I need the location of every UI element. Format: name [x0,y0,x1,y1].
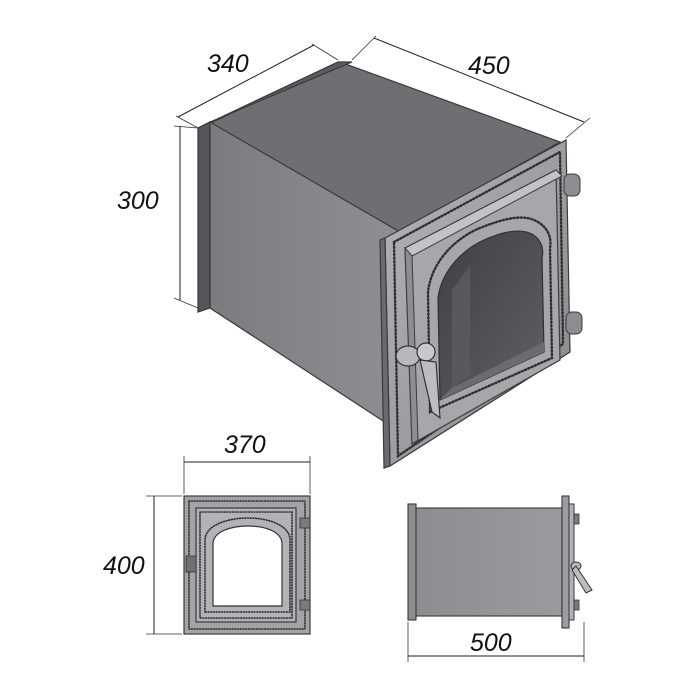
dimension-front-height-label: 400 [103,552,145,580]
side-hinge-top [573,513,580,525]
dimension-depth: 340 [175,43,339,129]
front-hinge-bottom [299,599,311,611]
box-rear-flange [197,121,211,313]
dimension-front-height: 400 [103,495,182,635]
frame-bead [392,150,565,459]
hinge-bottom [565,311,583,335]
side-view [407,495,593,629]
dimension-depth-label: 340 [207,50,249,78]
front-glass [212,525,283,607]
glass-bead [426,216,554,414]
front-glass-bead [204,517,291,613]
door-latch [395,342,441,420]
dimension-side-length: 500 [407,622,585,662]
side-door-plate [568,503,575,621]
box-rear-top-band [197,61,353,129]
side-rear-flange [407,503,417,621]
dimension-front-width-label: 370 [224,431,266,459]
front-frame-edge [379,237,391,469]
front-view [183,495,311,635]
firebox-wall [452,266,470,388]
side-hinge-bottom [573,599,580,611]
dimension-length-label: 450 [468,52,510,80]
hinge-top [563,173,581,197]
dimension-height-label: 300 [117,187,159,215]
dimension-side-length-label: 500 [470,629,512,657]
front-door-bead [199,511,293,619]
firebox-floor [440,342,544,400]
side-front-plate [561,495,570,629]
side-body [415,507,563,617]
isometric-view [197,61,583,469]
dimension-length: 450 [351,35,591,139]
dimension-front-width: 370 [183,431,311,494]
front-latch [185,555,197,573]
dimension-height: 300 [117,125,199,309]
side-latch [570,561,593,594]
front-hinge-top [299,517,311,529]
